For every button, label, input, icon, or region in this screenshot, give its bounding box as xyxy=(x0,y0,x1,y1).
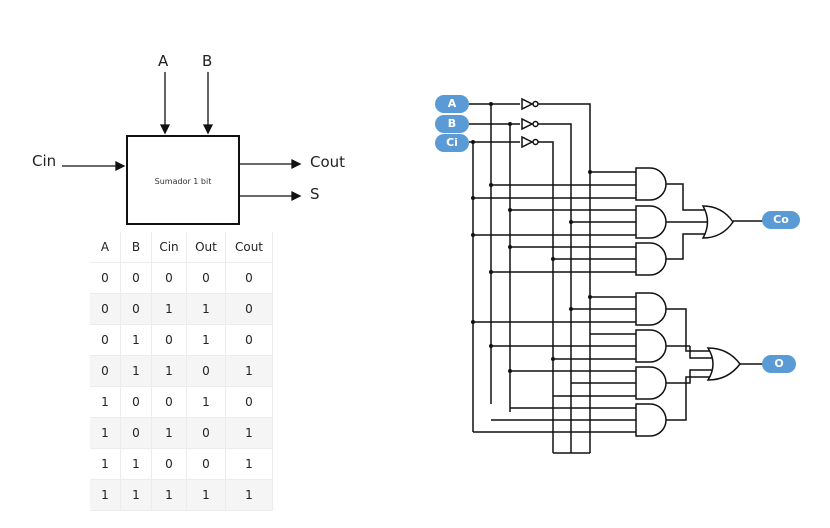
table-cell: 1 xyxy=(186,386,226,418)
table-cell: 1 xyxy=(151,479,187,511)
table-row: 1 1 0 0 1 xyxy=(90,448,273,480)
truth-table-header: A B Cin Out Cout xyxy=(90,232,273,263)
output-s-label: S xyxy=(310,185,320,203)
table-cell: 1 xyxy=(225,479,273,511)
table-cell: 0 xyxy=(151,386,187,418)
and-gate-2 xyxy=(635,205,667,239)
table-cell: 0 xyxy=(151,324,187,356)
truth-table: A B Cin Out Cout 0 0 0 0 0 0 0 1 1 0 0 1… xyxy=(90,232,273,511)
not-gate-a xyxy=(521,97,539,111)
table-cell: 0 xyxy=(90,355,121,387)
input-b-label: B xyxy=(202,52,213,70)
circuit-output-co: Co xyxy=(762,211,800,229)
table-cell: 1 xyxy=(225,417,273,449)
adder-block-label: Sumador 1 bit xyxy=(154,177,212,186)
table-cell: 0 xyxy=(186,355,226,387)
and-gate-1 xyxy=(635,167,667,201)
table-cell: 1 xyxy=(186,293,226,325)
table-cell: 1 xyxy=(90,448,121,480)
or-gate-sum xyxy=(706,347,741,381)
table-cell: 1 xyxy=(151,293,187,325)
header-cin: Cin xyxy=(151,232,187,263)
table-cell: 0 xyxy=(225,324,273,356)
header-cout: Cout xyxy=(225,232,273,263)
table-cell: 0 xyxy=(186,262,226,294)
table-row: 1 0 1 0 1 xyxy=(90,417,273,449)
table-cell: 1 xyxy=(120,324,152,356)
table-cell: 1 xyxy=(225,355,273,387)
table-cell: 1 xyxy=(120,448,152,480)
table-cell: 1 xyxy=(90,417,121,449)
table-cell: 0 xyxy=(120,417,152,449)
table-cell: 1 xyxy=(151,417,187,449)
table-cell: 1 xyxy=(186,324,226,356)
circuit-output-o: O xyxy=(762,355,796,373)
header-out: Out xyxy=(186,232,226,263)
table-cell: 1 xyxy=(120,479,152,511)
table-row: 0 1 0 1 0 xyxy=(90,324,273,356)
table-cell: 0 xyxy=(151,262,187,294)
table-cell: 1 xyxy=(225,448,273,480)
table-cell: 0 xyxy=(225,386,273,418)
table-row: 1 1 1 1 1 xyxy=(90,479,273,511)
table-cell: 1 xyxy=(120,355,152,387)
and-gate-7 xyxy=(635,403,667,437)
not-gate-b xyxy=(521,117,539,131)
input-cin-label: Cin xyxy=(32,152,57,170)
and-gate-3 xyxy=(635,242,667,276)
and-gate-4 xyxy=(635,292,667,326)
adder-block: Sumador 1 bit xyxy=(126,135,240,225)
table-cell: 1 xyxy=(90,479,121,511)
header-b: B xyxy=(120,232,152,263)
table-cell: 0 xyxy=(225,293,273,325)
and-gate-5 xyxy=(635,329,667,363)
table-row: 1 0 0 1 0 xyxy=(90,386,273,418)
table-cell: 0 xyxy=(90,324,121,356)
circuit-input-ci: Ci xyxy=(435,134,469,152)
table-row: 0 1 1 0 1 xyxy=(90,355,273,387)
table-cell: 0 xyxy=(225,262,273,294)
table-row: 0 0 0 0 0 xyxy=(90,262,273,294)
circuit-input-b: B xyxy=(435,115,469,133)
table-cell: 0 xyxy=(151,448,187,480)
table-cell: 1 xyxy=(186,479,226,511)
table-cell: 0 xyxy=(186,417,226,449)
table-cell: 1 xyxy=(151,355,187,387)
and-gate-6 xyxy=(635,366,667,400)
or-gate-carry xyxy=(701,205,734,239)
input-a-label: A xyxy=(158,52,169,70)
table-cell: 0 xyxy=(90,262,121,294)
not-gate-ci xyxy=(521,135,539,149)
output-cout-label: Cout xyxy=(310,153,346,171)
table-cell: 1 xyxy=(90,386,121,418)
table-cell: 0 xyxy=(186,448,226,480)
circuit-input-a: A xyxy=(435,95,469,113)
table-cell: 0 xyxy=(120,262,152,294)
table-cell: 0 xyxy=(120,293,152,325)
header-a: A xyxy=(90,232,121,263)
table-row: 0 0 1 1 0 xyxy=(90,293,273,325)
table-cell: 0 xyxy=(90,293,121,325)
table-cell: 0 xyxy=(120,386,152,418)
